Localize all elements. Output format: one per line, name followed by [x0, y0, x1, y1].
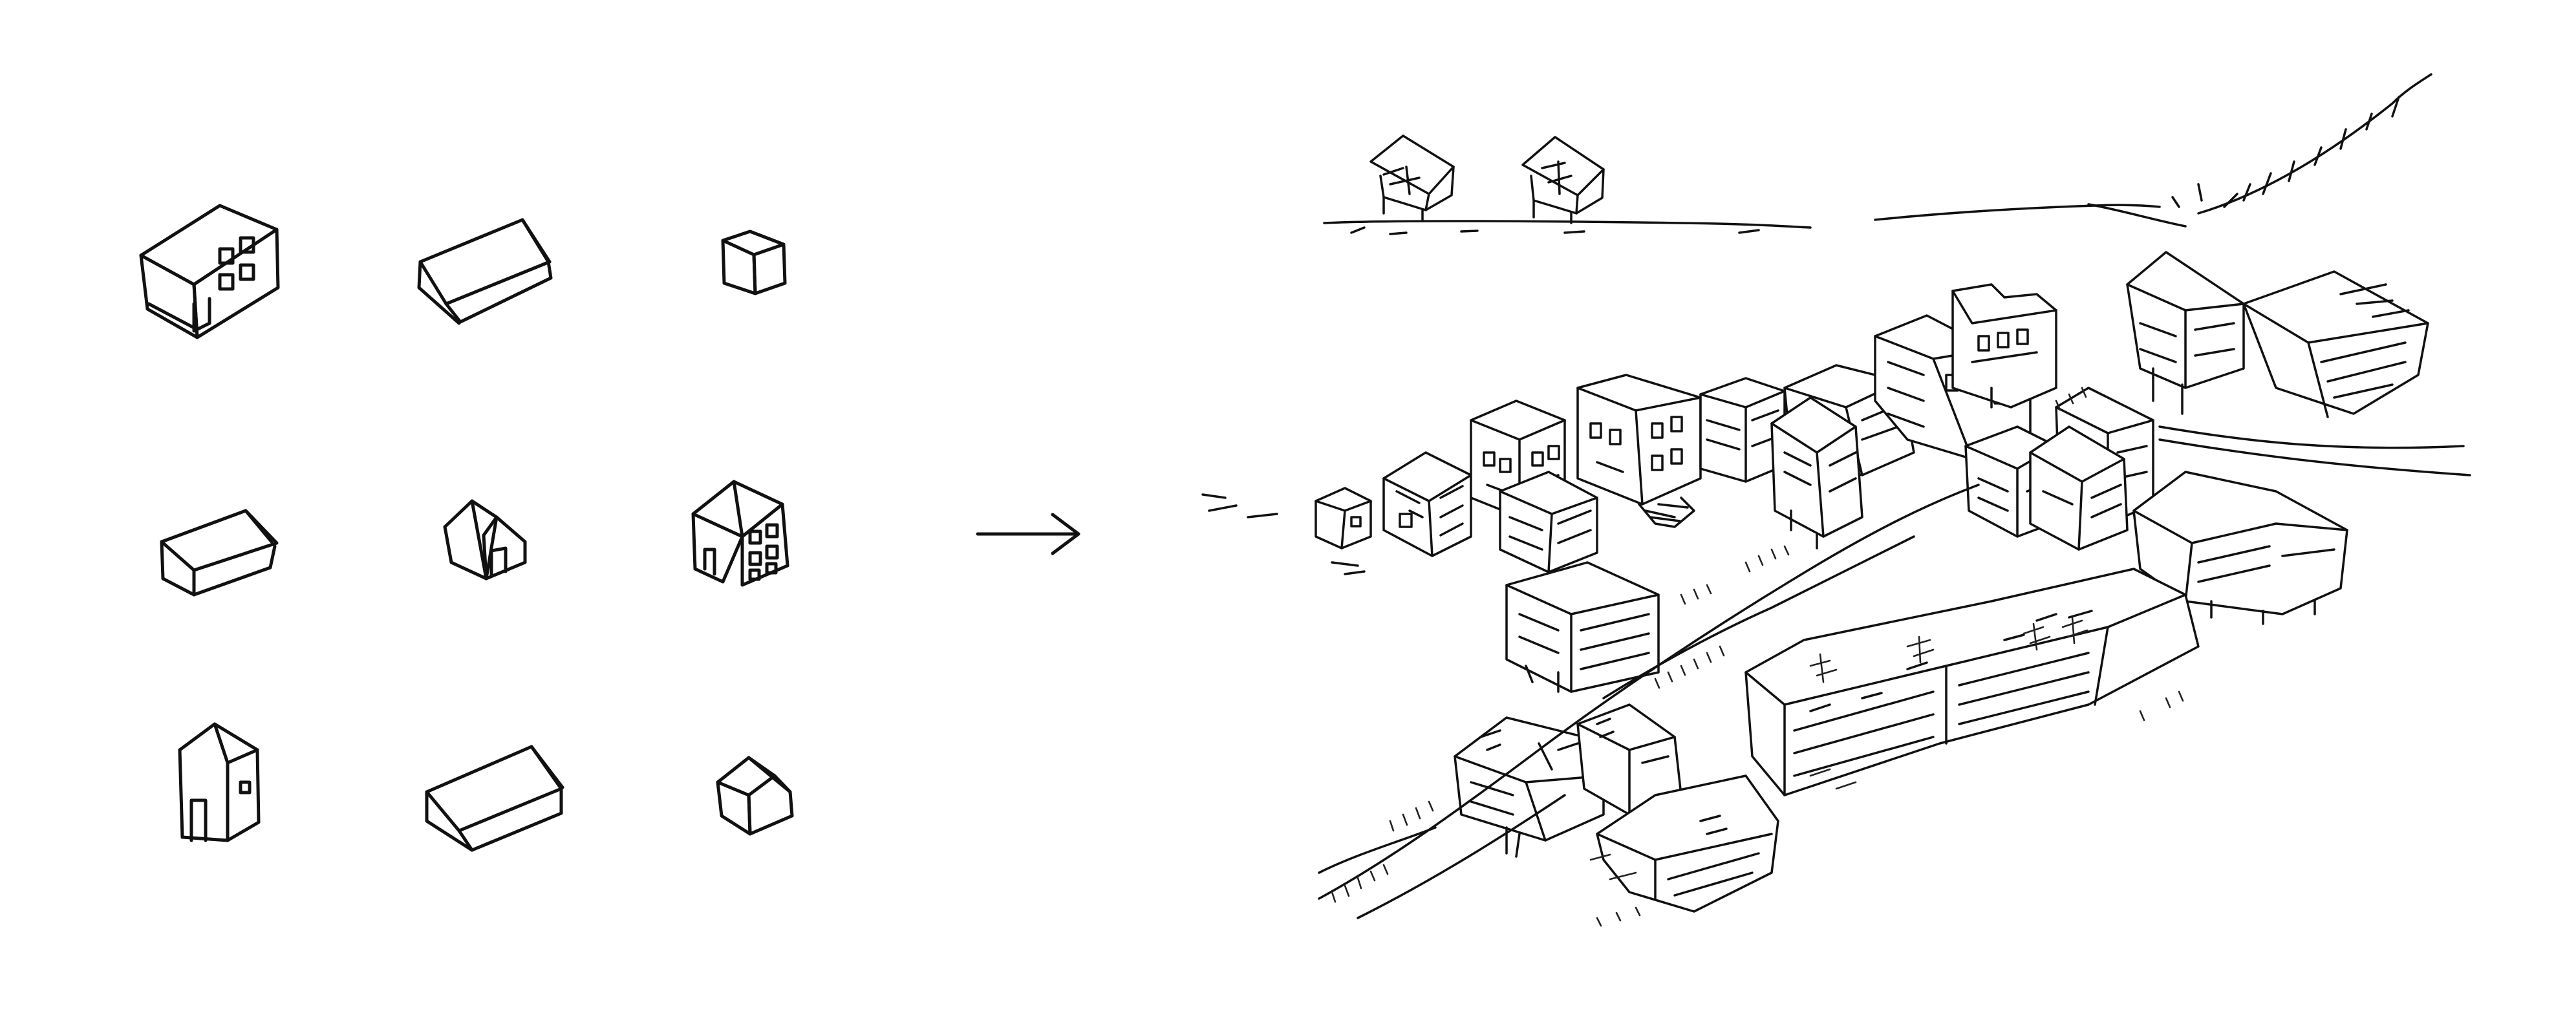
building-three-storey-block: [141, 206, 278, 337]
house-cluster-bottom-left: [1455, 705, 1778, 912]
building-small-hip-house: [718, 758, 792, 834]
house-cluster-upper-right: [1966, 252, 2428, 624]
long-front-terrace: [1746, 569, 2198, 795]
house-cluster-middle: [1500, 398, 1862, 692]
building-three-storey-gable-house: [693, 482, 788, 585]
distant-house-right: [1523, 137, 1604, 223]
building-gable-barn: [419, 220, 551, 323]
building-gable-barn-wide: [427, 747, 563, 850]
village-sketch: [1203, 74, 2470, 926]
distant-house-left: [1371, 136, 1454, 220]
building-small-gable-house: [445, 501, 525, 579]
ground-hatching: [1332, 388, 2183, 926]
building-low-gable-shed: [162, 511, 277, 595]
building-cube: [723, 231, 785, 293]
distant-horizon: [1324, 74, 2431, 234]
building-primitives-grid: [141, 206, 792, 850]
building-tall-narrow-house: [180, 724, 259, 840]
village-roads: [1319, 427, 2470, 918]
right-arrow-icon: [978, 515, 1079, 553]
left-grass-tufts: [1203, 495, 1364, 574]
